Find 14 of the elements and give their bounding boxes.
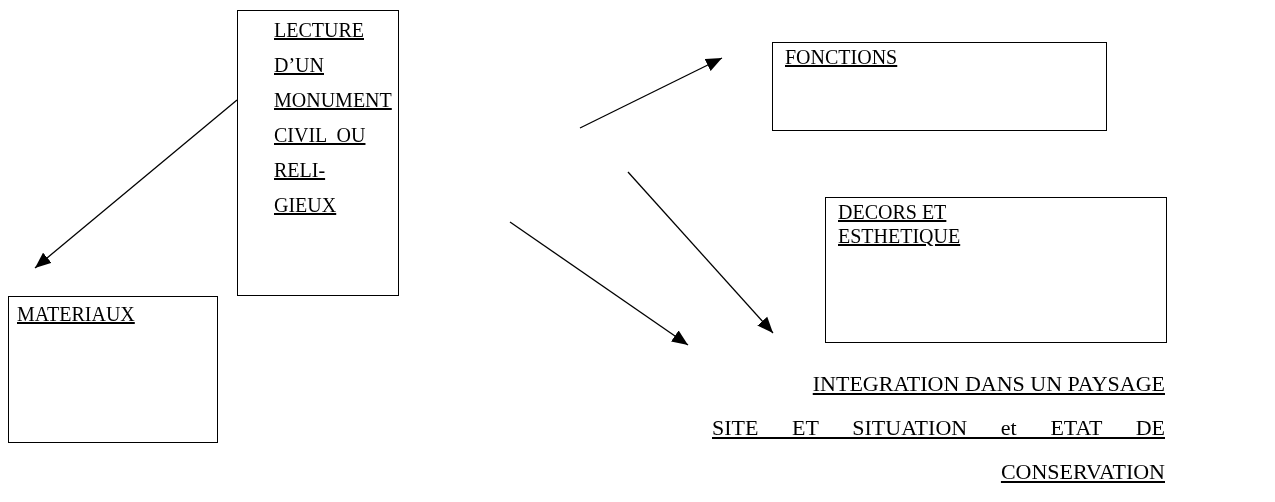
label-text: MATERIAUX	[17, 302, 136, 327]
text-box	[772, 42, 1107, 131]
text-box	[237, 10, 399, 296]
label-text: FONCTIONS	[785, 45, 899, 70]
text-box	[8, 296, 218, 443]
arrow	[579, 57, 723, 129]
arrow	[509, 221, 689, 346]
label-text: SITE ET SITUATION et ETAT DE CONSERVATION	[712, 414, 1165, 486]
arrow	[34, 99, 238, 269]
label-text: DECORS ET ESTHETIQUE	[838, 200, 962, 248]
label-text: LECTURE D’UN MONUMENT CIVIL OU RELI- GIEUX	[274, 18, 393, 218]
label-text: INTEGRATION DANS UN PAYSAGE	[811, 370, 1165, 398]
text-box	[825, 197, 1167, 343]
arrow	[627, 171, 774, 334]
